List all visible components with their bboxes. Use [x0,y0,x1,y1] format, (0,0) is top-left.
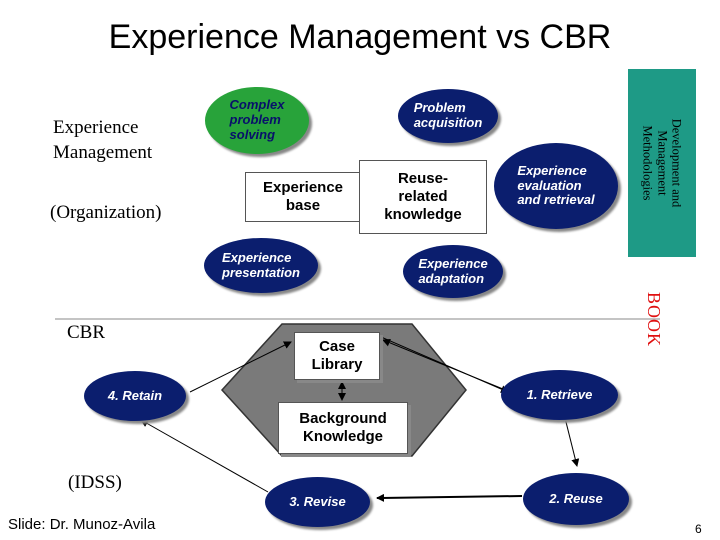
arrow-revise-to-retain [140,419,269,493]
label-organization: (Organization) [50,202,162,223]
node-problem-acquisition: Problem acquisition [398,89,498,143]
node-reuse: 2. Reuse [523,473,629,525]
label-idss: (IDSS) [68,472,122,493]
label-cbr: CBR [67,322,106,343]
box-case-library: Case Library [294,332,380,380]
arrow-reuse-to-revise [376,493,523,502]
box-experience-base: Experience base [245,172,361,222]
slide-title: Experience Management vs CBR [108,18,612,56]
node-retain: 4. Retain [84,371,186,421]
arrow-retain-to-library [189,341,292,393]
page-number: 6 [695,522,702,536]
node-revise: 3. Revise [265,477,370,527]
node-retrieve: 1. Retrieve [501,370,618,420]
box-reuse-related-knowledge: Reuse- related knowledge [359,160,487,234]
node-experience-presentation: Experience presentation [204,238,318,293]
footer-credit: Slide: Dr. Munoz-Avila [8,516,156,533]
sidebar-methodologies: Development and Management Methodologies [628,69,696,257]
node-experience-adaptation: Experience adaptation [403,245,503,298]
arrow-retrieve-to-reuse [564,417,580,467]
label-experience-management: Experience Management [53,117,153,163]
book-label: BOOK [644,292,664,348]
node-complex-problem-solving: Complex problem solving [205,87,309,154]
node-experience-evaluation: Experience evaluation and retrieval [494,143,618,229]
sidebar-methodologies-label: Development and Management Methodologies [640,118,684,208]
box-background-knowledge: Background Knowledge [278,402,408,454]
